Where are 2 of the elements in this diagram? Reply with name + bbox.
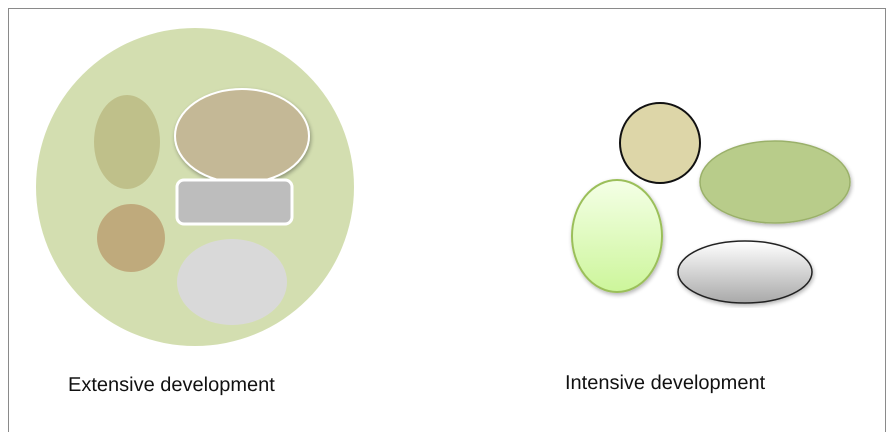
caption-text: Extensive development: [68, 373, 275, 398]
caption-text: Intensive development: [565, 371, 766, 396]
